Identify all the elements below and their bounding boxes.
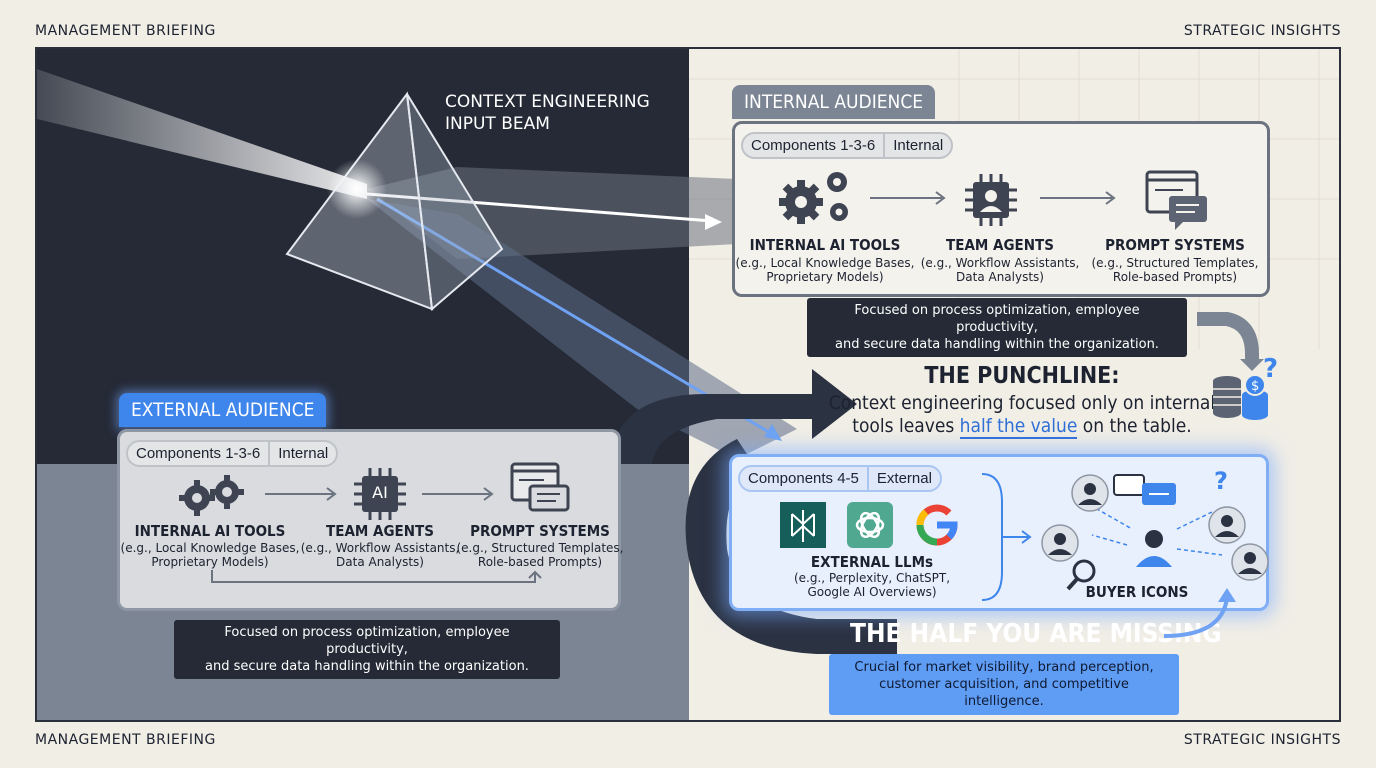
- missing-note-line2: customer acquisition, and competitive in…: [879, 677, 1129, 709]
- punchline-line2: tools leaves half the value on the table…: [852, 415, 1192, 439]
- prism-glow: [327, 159, 387, 219]
- external-item-title-agents: TEAM AGENTS: [326, 522, 434, 540]
- internal-item-title-tools: INTERNAL AI TOOLS: [749, 236, 901, 254]
- missing-return-arrow: [1163, 588, 1236, 638]
- punchline-arrow: [617, 369, 857, 464]
- external-note-line1: Focused on process optimization, employe…: [224, 625, 510, 657]
- buyer-avatar-3: [1208, 506, 1246, 544]
- internal-note: Focused on process optimization, employe…: [807, 298, 1187, 357]
- external-pill-right: Internal: [268, 442, 336, 465]
- internal-audience-tag: INTERNAL AUDIENCE: [732, 85, 936, 119]
- llm-components-pill: Components 4-5 External: [738, 465, 942, 492]
- footer-right: STRATEGIC INSIGHTS: [1183, 732, 1341, 748]
- external-item-sub-agents: (e.g., Workflow Assistants,Data Analysts…: [300, 541, 460, 569]
- internal-down-connector: [1197, 312, 1259, 364]
- svg-text:$: $: [1251, 379, 1259, 394]
- buyer-icons-label: BUYER ICONS: [1085, 583, 1189, 601]
- external-pill-left: Components 1-3-6: [136, 445, 261, 462]
- internal-card: Components 1-3-6 Internal: [732, 121, 1270, 297]
- internal-pill-left: Components 1-3-6: [751, 137, 876, 154]
- external-audience-tag: EXTERNAL AUDIENCE: [119, 393, 327, 427]
- header-left: MANAGEMENT BRIEFING: [35, 23, 216, 39]
- gears-icon: [779, 172, 848, 224]
- beam-layer: [37, 69, 1264, 654]
- external-item-title-tools: INTERNAL AI TOOLS: [134, 522, 286, 540]
- buyer-avatar-1: [1071, 474, 1109, 512]
- missing-title: THE HALF YOU ARE MISSING: [850, 619, 1222, 649]
- beam-label: CONTEXT ENGINEERING INPUT BEAM: [445, 91, 650, 135]
- buyer-avatar-center: [1136, 530, 1172, 567]
- internal-beam-arrowhead: [705, 214, 722, 230]
- internal-beam-line: [366, 192, 713, 223]
- chatgpt-logo-icon: [847, 502, 893, 548]
- llm-sub: (e.g., Perplexity, ChatSPT,Google AI Ove…: [793, 571, 951, 599]
- llm-pill-left: Components 4-5: [748, 470, 859, 487]
- external-item-sub-prompts: (e.g., Structured Templates,Role-based P…: [456, 541, 624, 569]
- external-llm-panel: Components 4-5 External: [729, 454, 1269, 611]
- internal-flow-arrow-1: [870, 191, 946, 205]
- beam-label-line2: INPUT BEAM: [445, 114, 550, 134]
- external-note-line2: and secure data handling within the orga…: [205, 659, 529, 674]
- footer-left: MANAGEMENT BRIEFING: [35, 732, 216, 748]
- punchline-title: THE PUNCHLINE:: [924, 363, 1120, 389]
- internal-item-sub-prompts: (e.g., Structured Templates,Role-based P…: [1091, 256, 1259, 284]
- buyer-avatar-4: [1231, 543, 1269, 581]
- internal-note-line2: and secure data handling within the orga…: [835, 337, 1159, 352]
- ai-chip-text: AI: [372, 483, 388, 502]
- beam-label-line1: CONTEXT ENGINEERING: [445, 92, 650, 112]
- chat-window-icon: [510, 462, 570, 512]
- buyer-network: [1041, 474, 1269, 591]
- diagram-frame: CONTEXT ENGINEERING INPUT BEAM INTERNAL …: [35, 47, 1341, 722]
- magnifier-icon: [1066, 559, 1096, 591]
- external-item-title-prompts: PROMPT SYSTEMS: [470, 522, 610, 540]
- internal-item-title-prompts: PROMPT SYSTEMS: [1105, 236, 1245, 254]
- internal-flow-arrow-2: [1040, 191, 1116, 205]
- internal-item-title-agents: TEAM AGENTS: [946, 236, 1054, 254]
- internal-pill-right: Internal: [883, 134, 951, 157]
- internal-note-line1: Focused on process optimization, employe…: [854, 303, 1140, 335]
- missing-note-line1: Crucial for market visibility, brand per…: [854, 660, 1154, 675]
- buyer-question-mark: ?: [1214, 467, 1228, 495]
- perplexity-logo-icon: [780, 502, 826, 548]
- punchline-line1: Context engineering focused only on inte…: [828, 392, 1216, 414]
- external-return-arrow: [211, 570, 542, 583]
- punchline-body: Context engineering focused only on inte…: [827, 392, 1217, 439]
- external-flow-arrow-2: [422, 487, 494, 501]
- internal-components-pill: Components 1-3-6 Internal: [741, 132, 954, 159]
- internal-down-arrowhead: [1240, 359, 1264, 371]
- header-right: STRATEGIC INSIGHTS: [1183, 23, 1341, 39]
- internal-item-sub-agents: (e.g., Workflow Assistants,Data Analysts…: [920, 256, 1080, 284]
- flow-band-external: [367, 199, 797, 459]
- coins-question-mark: ?: [1263, 355, 1278, 384]
- llm-bracket-arrow: [981, 473, 1032, 601]
- llm-title: EXTERNAL LLMs: [810, 553, 934, 571]
- google-logo-icon: [916, 504, 958, 546]
- input-beam: [37, 69, 367, 199]
- external-beam-arrowhead: [764, 424, 782, 441]
- gears-icon: [179, 475, 244, 516]
- buyer-avatar-2: [1041, 524, 1079, 562]
- external-flow-arrow-1: [265, 487, 337, 501]
- ai-chip-icon: AI: [352, 466, 408, 522]
- punchline-highlight: half the value: [959, 415, 1078, 439]
- internal-item-sub-tools: (e.g., Local Knowledge Bases,Proprietary…: [735, 256, 915, 284]
- external-audience-card: Components 1-3-6 Internal: [117, 429, 624, 611]
- missing-note: Crucial for market visibility, brand per…: [829, 654, 1179, 715]
- llm-pill-right: External: [866, 467, 940, 490]
- external-components-pill: Components 1-3-6 Internal: [126, 440, 339, 467]
- prism-right-face: [406, 93, 504, 311]
- external-note: Focused on process optimization, employe…: [174, 620, 560, 679]
- coins-question-icon: $ ?: [1213, 355, 1278, 420]
- agent-chip-icon: [965, 174, 1017, 226]
- external-item-sub-tools: (e.g., Local Knowledge Bases,Proprietary…: [120, 541, 300, 569]
- speech-bubbles-icon: [1113, 474, 1176, 505]
- chat-window-icon: [1145, 170, 1207, 230]
